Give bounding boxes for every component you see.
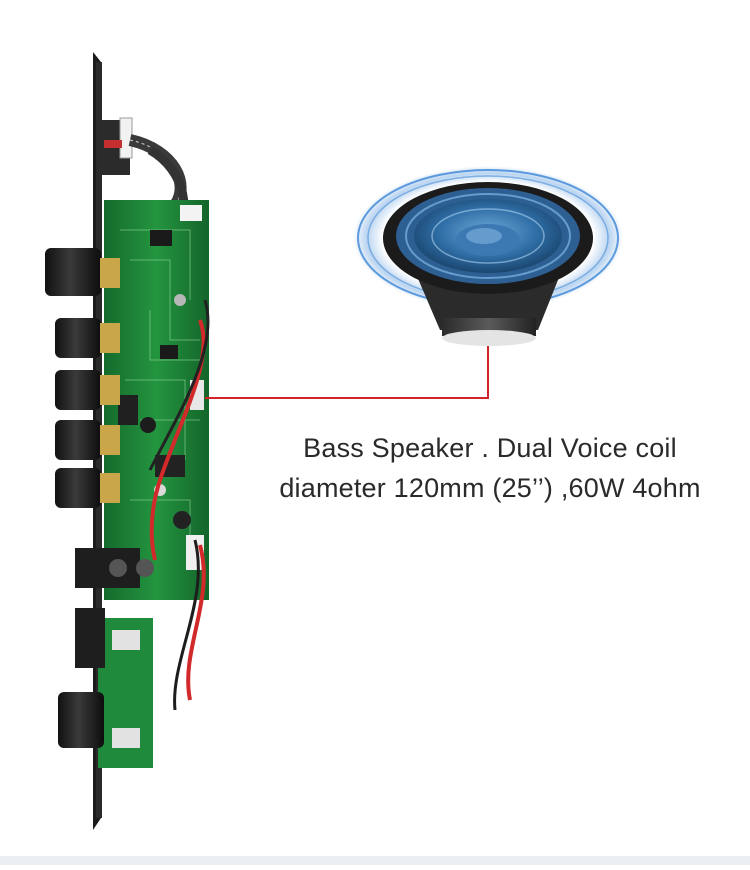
- bass-speaker: [353, 166, 623, 346]
- knob: [55, 318, 120, 358]
- callout-line: [205, 345, 489, 399]
- caption-line-1: Bass Speaker . Dual Voice coil: [303, 433, 677, 463]
- caption-line-2: diameter 120mm (25’’) ,60W 4ohm: [279, 473, 701, 503]
- bottom-strip: [0, 856, 750, 865]
- knob: [55, 370, 120, 410]
- amplifier-board: [45, 52, 210, 830]
- black-wire: [148, 299, 210, 471]
- knob: [55, 420, 120, 460]
- speaker-caption: Bass Speaker . Dual Voice coil diameter …: [250, 428, 730, 508]
- knob: [58, 692, 104, 748]
- knob: [45, 248, 120, 296]
- input-jack: [75, 548, 140, 588]
- knob: [55, 468, 120, 508]
